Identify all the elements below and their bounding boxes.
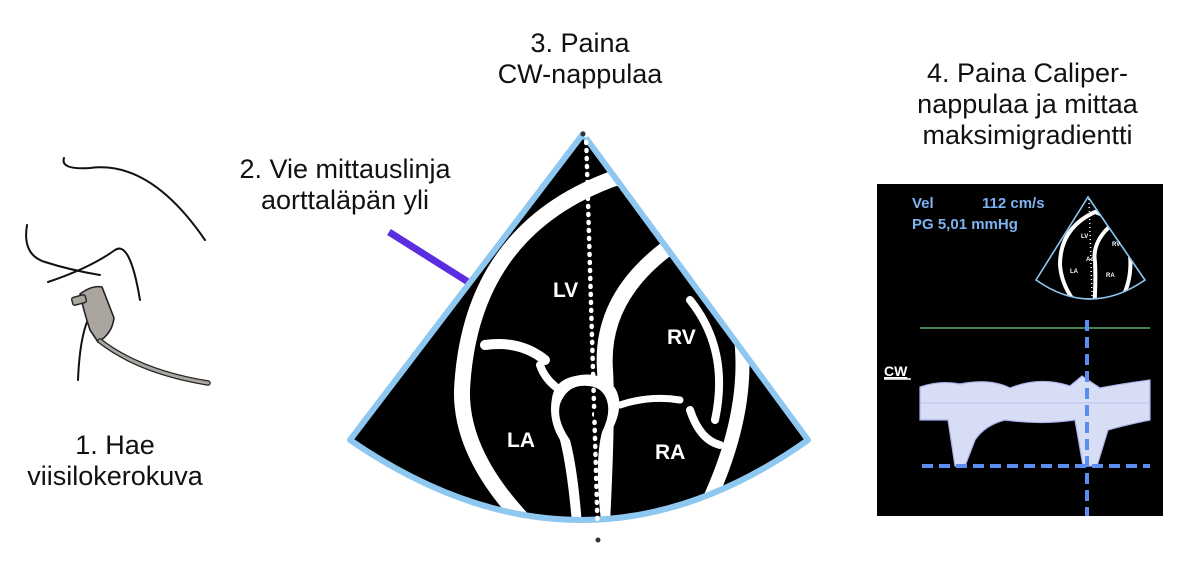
patient-sketch: [25, 157, 206, 381]
step-3-caption: 3. Paina CW-nappulaa: [497, 28, 663, 90]
mini-label-ra: RA: [1106, 273, 1115, 279]
pg-value: PG 5,01 mmHg: [912, 216, 1018, 233]
label-lv: LV: [553, 279, 578, 302]
probe-icon: [70, 285, 211, 386]
mini-label-ao: Ao: [1086, 257, 1094, 263]
doppler-spectrum: [919, 375, 1151, 467]
label-rv: RV: [667, 326, 696, 349]
step-4-caption: 4. Paina Caliper- nappulaa ja mittaa mak…: [917, 58, 1138, 151]
step-1-caption: 1. Hae viisilokerokuva: [27, 430, 203, 492]
cw-mode-label: CW: [884, 363, 908, 379]
mini-label-la: LA: [1070, 269, 1079, 275]
vel-value: 112 cm/s: [982, 195, 1045, 212]
step-2-caption: 2. Vie mittauslinja aorttaläpän yli: [239, 154, 451, 216]
doppler-screen: Vel 112 cm/s PG 5,01 mmHg LV RV LA RA Ao…: [877, 184, 1163, 516]
echo-sector: LV RV LA RA Ao: [347, 131, 811, 543]
label-la: LA: [507, 429, 535, 452]
mini-label-lv: LV: [1081, 234, 1088, 240]
label-ra: RA: [655, 441, 685, 464]
mini-label-rv: RV: [1112, 242, 1120, 248]
label-ao: Ao: [570, 402, 598, 425]
vel-label: Vel: [912, 195, 934, 212]
